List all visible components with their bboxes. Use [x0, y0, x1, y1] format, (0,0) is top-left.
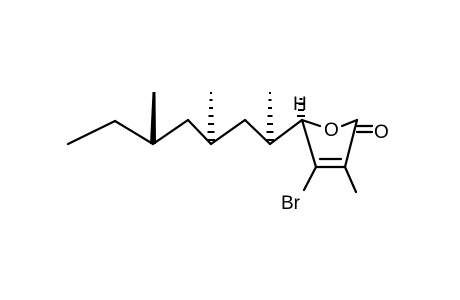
bond-chain-6	[243, 118, 272, 146]
bond-c4-c5	[300, 118, 318, 169]
hashed-bond-methyl-2	[207, 92, 215, 141]
bond-c5-o1	[300, 118, 322, 128]
ring-oxygen-label: O	[324, 120, 339, 141]
bond-chain-2	[113, 119, 155, 146]
carbonyl-oxygen-label: O	[374, 122, 389, 143]
bond-chain-3	[151, 118, 190, 146]
bond-c4-br	[302, 165, 318, 192]
hashed-bond-ring-h	[297, 98, 305, 117]
hashed-bond-methyl-3	[266, 92, 274, 141]
bond-chain-7	[268, 118, 304, 146]
bond-c3-methyl	[343, 165, 358, 194]
bond-chain-5	[209, 118, 247, 146]
bond-c2-c3	[343, 118, 359, 169]
bromine-label: Br	[281, 193, 301, 214]
bond-o1-c2	[340, 118, 359, 128]
bond-chain-1	[66, 119, 117, 146]
wedge-bond-methyl-1	[150, 92, 156, 144]
stereo-hydrogen-label: H	[293, 94, 307, 115]
